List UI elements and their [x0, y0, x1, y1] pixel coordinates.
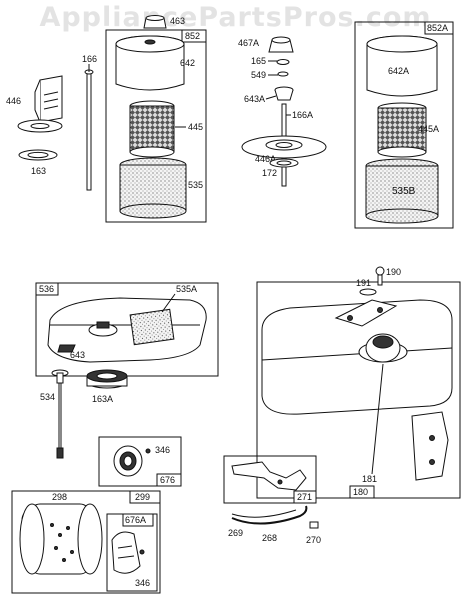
part-445-cartridge: [129, 100, 175, 158]
part-180-tank: [261, 299, 453, 481]
label-549: 549: [251, 70, 266, 80]
box-label-676A: 676A: [125, 515, 146, 525]
part-535-precleaner: [119, 157, 187, 219]
box-299: [11, 490, 161, 594]
part-463-knob: [143, 15, 167, 29]
box-label-180: 180: [353, 487, 368, 497]
box-676: [98, 436, 182, 487]
part-163A-gasket: [86, 369, 128, 389]
label-165: 165: [251, 56, 266, 66]
part-534-dipstick: [51, 369, 69, 459]
part-268-cable: [231, 505, 308, 525]
label-535: 535: [188, 180, 203, 190]
part-191-gasket: [359, 288, 377, 296]
part-445A-cartridge: [377, 102, 427, 158]
label-166A: 166A: [292, 110, 313, 120]
label-642A: 642A: [388, 66, 409, 76]
part-642A-cover: [366, 35, 438, 97]
part-172-gasket: [269, 158, 299, 168]
label-643A: 643A: [244, 94, 265, 104]
label-346-a: 346: [155, 445, 170, 455]
part-676A-guard: [111, 531, 145, 574]
part-535B-precleaner: [365, 158, 439, 224]
box-label-271: 271: [297, 492, 312, 502]
part-536-housing: [47, 297, 207, 363]
label-642: 642: [180, 58, 195, 68]
box-label-536: 536: [39, 284, 54, 294]
label-643: 643: [70, 350, 85, 360]
part-642-cover: [115, 35, 185, 91]
label-269: 269: [228, 528, 243, 538]
part-270-clip: [309, 521, 319, 529]
part-467A-knob: [268, 36, 294, 53]
label-535B: 535B: [392, 186, 416, 197]
box-271: [223, 455, 317, 504]
part-166-bolt: [84, 69, 94, 191]
box-852A: [354, 21, 454, 229]
label-163A: 163A: [92, 394, 113, 404]
box-label-299: 299: [135, 492, 150, 502]
box-label-852: 852: [185, 31, 200, 41]
box-label-676: 676: [160, 475, 175, 485]
label-535A: 535A: [176, 284, 197, 294]
part-298-muffler: [19, 503, 103, 575]
part-549-washer: [277, 71, 289, 77]
label-346-b: 346: [135, 578, 150, 588]
label-446A: 446A: [255, 154, 276, 164]
part-446A-base: [241, 135, 327, 159]
part-271-lever: [231, 461, 307, 491]
label-463: 463: [170, 16, 185, 26]
label-270: 270: [306, 535, 321, 545]
label-191: 191: [356, 278, 371, 288]
label-446: 446: [6, 96, 21, 106]
label-467A: 467A: [238, 38, 259, 48]
label-166: 166: [82, 54, 97, 64]
part-190-screw: [375, 266, 385, 286]
part-676-deflector: [113, 445, 151, 477]
label-268: 268: [262, 533, 277, 543]
label-163: 163: [31, 166, 46, 176]
label-534: 534: [40, 392, 55, 402]
box-label-852A: 852A: [427, 23, 448, 33]
label-298: 298: [52, 492, 67, 502]
label-445A: 445A: [418, 124, 439, 134]
label-172: 172: [262, 168, 277, 178]
part-643A-grommet: [274, 86, 294, 101]
part-165-nut: [276, 59, 290, 65]
label-445: 445: [188, 122, 203, 132]
label-181: 181: [362, 474, 377, 484]
part-446-bracket: [17, 75, 63, 133]
label-190: 190: [386, 267, 401, 277]
box-852: [105, 29, 207, 223]
part-163-gasket: [18, 149, 58, 161]
